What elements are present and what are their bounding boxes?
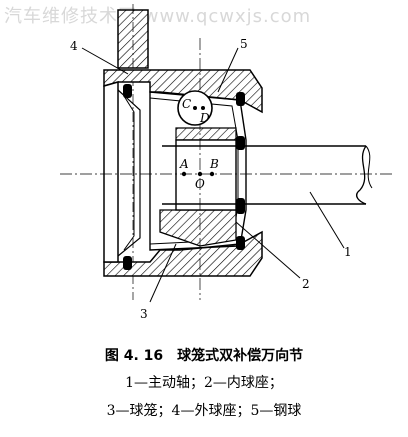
figure-title: 球笼式双补偿万向节 [177,348,304,364]
label-5: 5 [240,37,248,51]
inner-race-upper [175,127,237,141]
watermark-text: 汽车维修技术网 www.qcwxjs.com [4,6,312,27]
label-O: O [195,177,205,191]
caption-legend-line-1: 1—主动轴；2—内球座； [125,375,283,391]
inner-race-lower [159,209,237,247]
housing-cup [103,81,119,263]
label-C: C [182,97,191,111]
label-4: 4 [70,39,78,53]
figure-number: 图 4. 16 [104,348,164,364]
figure-caption-title: 图 4. 16 球笼式双补偿万向节 [0,345,408,365]
label-1: 1 [344,245,352,259]
drive-shaft [162,145,366,205]
label-B: B [209,157,219,171]
inner-bore [175,139,237,211]
caption-legend-line-2: 3—球笼；4—外球座；5—钢球 [106,403,302,419]
label-3: 3 [140,307,148,321]
label-2: 2 [302,277,310,291]
label-D: D [199,111,210,125]
label-A: A [179,157,189,171]
